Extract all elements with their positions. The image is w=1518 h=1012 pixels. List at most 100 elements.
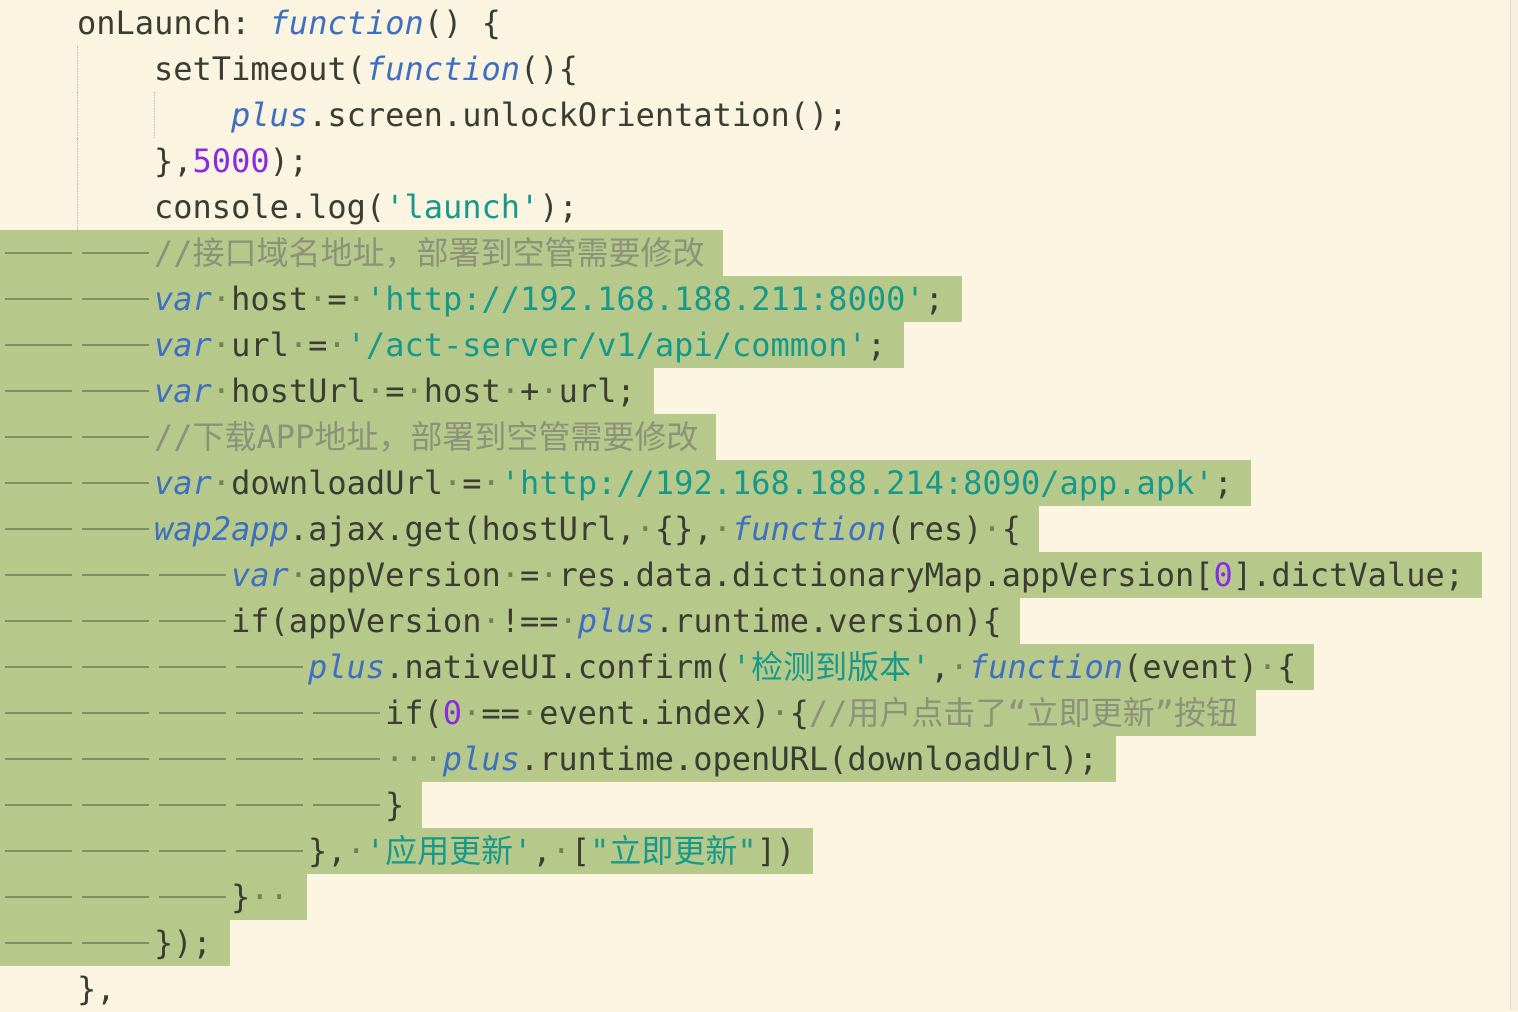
tab-whitespace-mark	[231, 782, 308, 828]
code-line[interactable]: },·'应用更新',·["立即更新"])	[0, 828, 1518, 874]
space-dot: ·	[347, 832, 366, 870]
code-line[interactable]: var·downloadUrl·=·'http://192.168.188.21…	[0, 460, 1518, 506]
tab-whitespace-mark	[77, 782, 154, 828]
code-token: },·	[308, 828, 366, 874]
selected-line-content: var·downloadUrl·=·'http://192.168.188.21…	[0, 460, 1251, 506]
code-line[interactable]: var·hostUrl·=·host·+·url;	[0, 368, 1518, 414]
keyword-token: var	[231, 552, 289, 598]
tab-whitespace-mark	[77, 874, 154, 920]
space-dot: ·	[212, 464, 231, 502]
code-line[interactable]: }	[0, 782, 1518, 828]
code-line[interactable]: //下载APP地址，部署到空管需要修改	[0, 414, 1518, 460]
space-dot: ·	[385, 740, 404, 778]
string-token: '应用更新'	[366, 828, 533, 874]
code-line[interactable]: var·host·=·'http://192.168.188.211:8000'…	[0, 276, 1518, 322]
tab-whitespace-mark	[0, 460, 77, 506]
space-dot: ·	[501, 372, 520, 410]
keyword-token: plus	[443, 736, 520, 782]
selected-line-content: ···plus.runtime.openURL(downloadUrl);	[0, 736, 1116, 782]
code-line[interactable]: onLaunch: function() {	[0, 0, 1518, 46]
tab-whitespace-mark	[77, 276, 154, 322]
selected-line-content: if(appVersion·!==·plus.runtime.version){	[0, 598, 1020, 644]
code-line[interactable]: },5000);	[0, 138, 1518, 184]
code-line[interactable]: console.log('launch');	[0, 184, 1518, 230]
code-line[interactable]: plus.nativeUI.confirm('检测到版本',·function(…	[0, 644, 1518, 690]
line-content: },5000);	[0, 138, 308, 184]
code-token: console.log(	[154, 184, 385, 230]
selected-line-content: plus.nativeUI.confirm('检测到版本',·function(…	[0, 644, 1314, 690]
code-line[interactable]: if(0·==·event.index)·{//用户点击了“立即更新”按钮	[0, 690, 1518, 736]
code-token: .runtime.version){	[655, 598, 1002, 644]
code-line[interactable]: ···plus.runtime.openURL(downloadUrl);	[0, 736, 1518, 782]
space-dot: ·	[212, 372, 231, 410]
keyword-token: function	[366, 46, 520, 92]
space-dot: ·	[424, 740, 443, 778]
tab-whitespace-mark	[0, 828, 77, 874]
code-token: if(appVersion·!==·	[231, 598, 578, 644]
code-line[interactable]: var·appVersion·=·res.data.dictionaryMap.…	[0, 552, 1518, 598]
code-token: ,·	[930, 644, 969, 690]
space-dot: ·	[1258, 648, 1277, 686]
selected-line-content: var·url·=·'/act-server/v1/api/common';	[0, 322, 904, 368]
indent-tab	[0, 92, 77, 138]
code-token: .ajax.get(hostUrl,·{},·	[289, 506, 732, 552]
code-line[interactable]: var·url·=·'/act-server/v1/api/common';	[0, 322, 1518, 368]
code-line[interactable]: //接口域名地址，部署到空管需要修改	[0, 230, 1518, 276]
code-token: .screen.unlockOrientation();	[308, 92, 847, 138]
code-line[interactable]: plus.screen.unlockOrientation();	[0, 92, 1518, 138]
keyword-token: function	[732, 506, 886, 552]
code-line[interactable]: if(appVersion·!==·plus.runtime.version){	[0, 598, 1518, 644]
space-dot: ·	[443, 464, 462, 502]
selected-line-content: },·'应用更新',·["立即更新"])	[0, 828, 813, 874]
space-dot: ·	[950, 648, 969, 686]
selected-line-content: //下载APP地址，部署到空管需要修改	[0, 414, 716, 460]
tab-whitespace-mark	[77, 506, 154, 552]
space-dot: ·	[327, 326, 346, 364]
code-token: ,·[	[532, 828, 590, 874]
tab-whitespace-mark	[77, 690, 154, 736]
string-token: 'http://192.168.188.214:8090/app.apk'	[501, 460, 1214, 506]
code-token: (res)·{	[886, 506, 1021, 552]
tab-whitespace-mark	[231, 644, 308, 690]
line-content: setTimeout(function(){	[0, 46, 578, 92]
tab-whitespace-mark	[308, 736, 385, 782]
code-line[interactable]: },	[0, 966, 1518, 1012]
tab-whitespace-mark	[154, 598, 231, 644]
code-line[interactable]: });	[0, 920, 1518, 966]
space-dot: ·	[552, 832, 571, 870]
selected-line-content: }··	[0, 874, 307, 920]
code-line[interactable]: wap2app.ajax.get(hostUrl,·{},·function(r…	[0, 506, 1518, 552]
tab-whitespace-mark	[77, 552, 154, 598]
tab-whitespace-mark	[154, 782, 231, 828]
code-token: setTimeout(	[154, 46, 366, 92]
space-dot: ·	[289, 556, 308, 594]
space-dot: ·	[289, 326, 308, 364]
line-content: onLaunch: function() {	[0, 0, 501, 46]
code-line[interactable]: }··	[0, 874, 1518, 920]
space-dot: ·	[482, 464, 501, 502]
code-token: ;	[1214, 460, 1233, 506]
indent-guide	[77, 46, 154, 92]
tab-whitespace-mark	[77, 598, 154, 644]
string-token: 'http://192.168.188.211:8000'	[366, 276, 925, 322]
tab-whitespace-mark	[154, 644, 231, 690]
tab-whitespace-mark	[0, 276, 77, 322]
tab-whitespace-mark	[77, 736, 154, 782]
space-dot: ·	[366, 372, 385, 410]
keyword-token: var	[154, 460, 212, 506]
tab-whitespace-mark	[77, 322, 154, 368]
keyword-token: function	[969, 644, 1123, 690]
indent-guide	[77, 184, 154, 230]
space-dot: ·	[404, 372, 423, 410]
space-dot: ·	[212, 280, 231, 318]
code-token: },	[154, 138, 193, 184]
tab-whitespace-mark	[0, 414, 77, 460]
scrollbar-track[interactable]	[1510, 0, 1518, 1010]
tab-whitespace-mark	[77, 920, 154, 966]
code-token: ···	[385, 736, 443, 782]
code-token: },	[77, 966, 116, 1012]
tab-whitespace-mark	[231, 736, 308, 782]
code-line[interactable]: setTimeout(function(){	[0, 46, 1518, 92]
keyword-token: plus	[231, 92, 308, 138]
